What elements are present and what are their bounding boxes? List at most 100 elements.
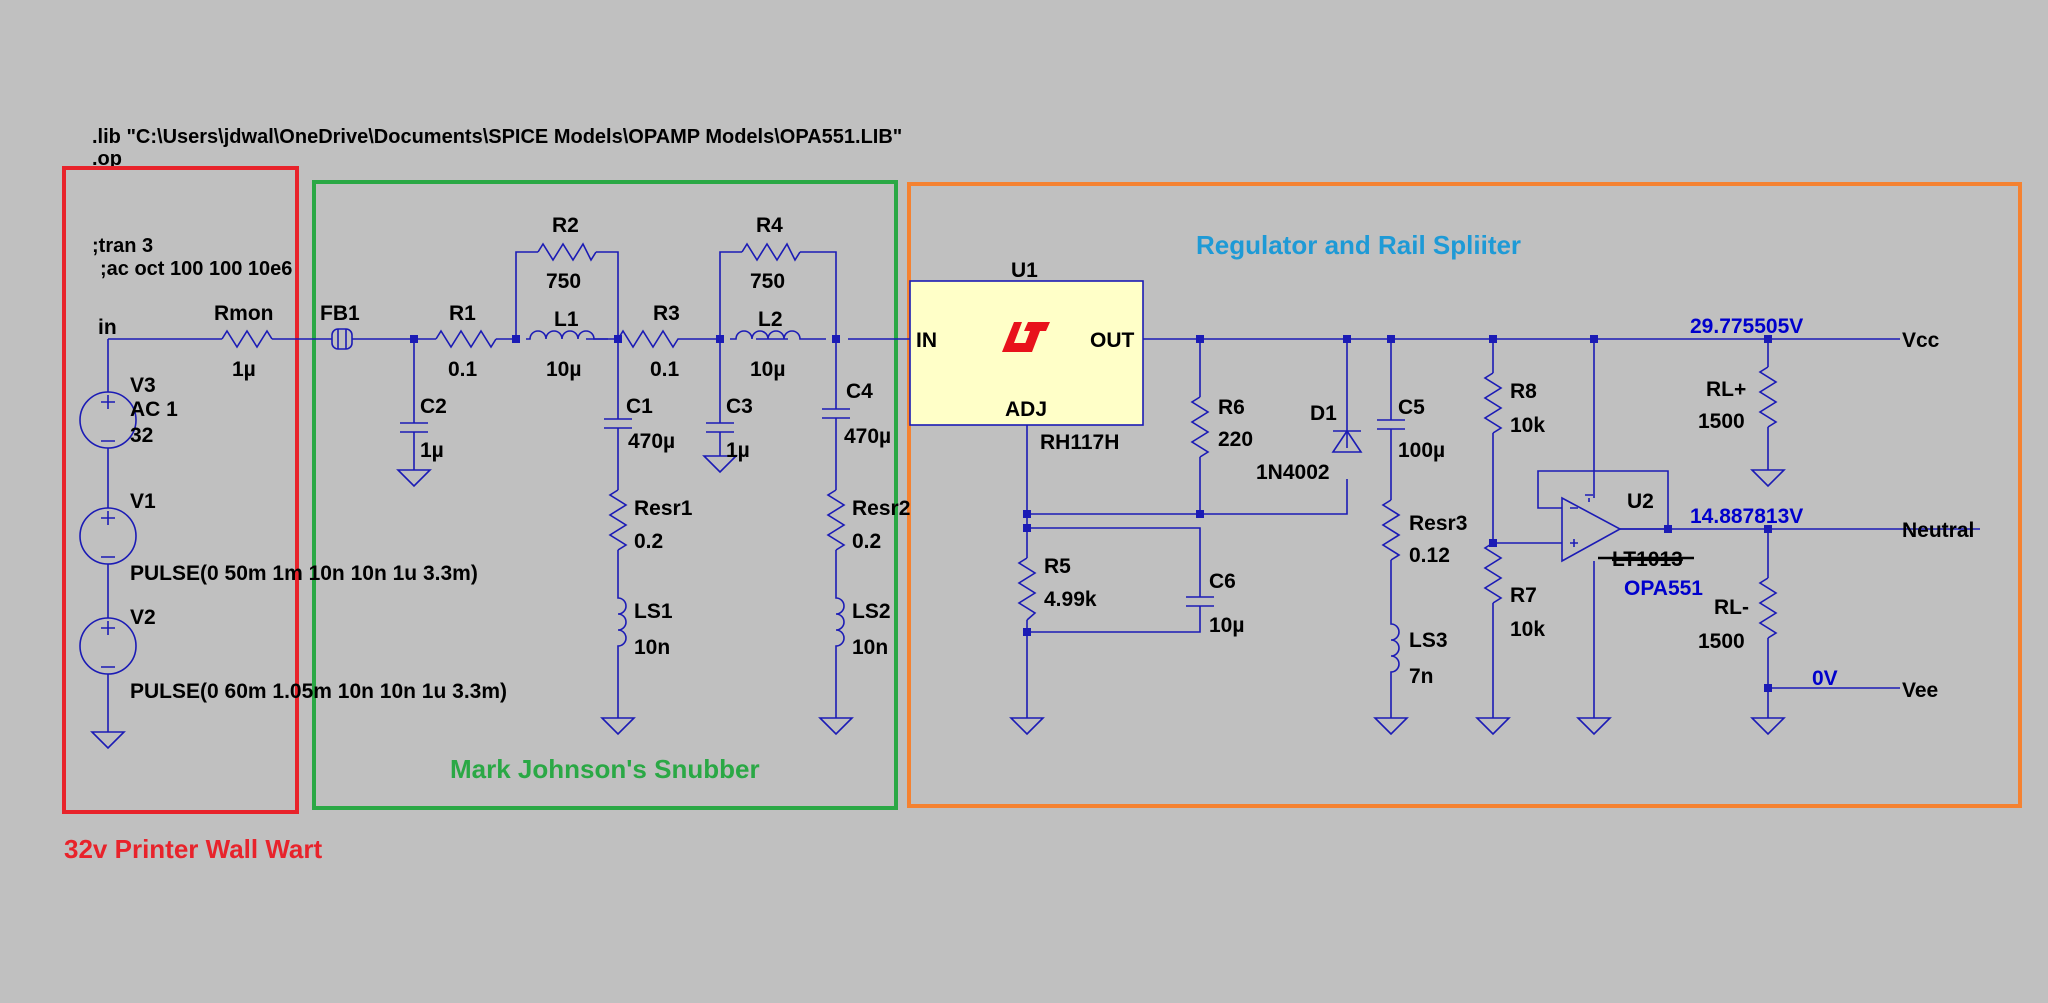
v1-symbol[interactable]	[79, 507, 137, 565]
ls3-symbol[interactable]	[1390, 615, 1400, 680]
rlm-symbol[interactable]	[1758, 577, 1778, 639]
u1-regulator[interactable]	[909, 280, 1144, 426]
r3-value: 0.1	[650, 358, 680, 381]
ls2-value: 10n	[852, 636, 888, 659]
resr1-name: Resr1	[634, 497, 693, 520]
c6-value: 10µ	[1209, 614, 1244, 637]
r1-symbol[interactable]	[435, 329, 497, 349]
c4-name: C4	[846, 380, 873, 403]
r7-value: 10k	[1510, 618, 1545, 641]
c2-symbol[interactable]	[400, 422, 428, 433]
d1-symbol[interactable]	[1331, 429, 1363, 453]
resr3-value: 0.12	[1409, 544, 1450, 567]
v3-symbol[interactable]	[79, 391, 137, 449]
r8-symbol[interactable]	[1483, 372, 1503, 434]
c5-name: C5	[1398, 396, 1425, 419]
snubber-box	[312, 180, 898, 810]
r2-name: R2	[552, 214, 579, 237]
r8-name: R8	[1510, 380, 1537, 403]
net-vcc-label: Vcc	[1902, 329, 1940, 352]
v2-symbol[interactable]	[79, 617, 137, 675]
r1-name: R1	[449, 302, 476, 325]
snubber-title: Mark Johnson's Snubber	[450, 754, 760, 784]
c5-symbol[interactable]	[1377, 419, 1405, 430]
l2-symbol[interactable]	[730, 330, 826, 340]
rlm-name: RL-	[1714, 596, 1749, 619]
c4-value: 470µ	[844, 425, 891, 448]
u2-name: U2	[1627, 490, 1654, 513]
rlp-symbol[interactable]	[1758, 366, 1778, 428]
r4-name: R4	[756, 214, 783, 237]
r5-value: 4.99k	[1044, 588, 1097, 611]
rmon-value: 1µ	[232, 358, 256, 381]
c1-value: 470µ	[628, 430, 675, 453]
l1-name: L1	[554, 308, 579, 331]
v3-ac: AC 1	[130, 398, 178, 421]
r6-name: R6	[1218, 396, 1245, 419]
resr2-symbol[interactable]	[826, 489, 846, 551]
r3-symbol[interactable]	[617, 329, 684, 349]
rlm-value: 1500	[1698, 630, 1745, 653]
lib-directive[interactable]: .lib "C:\Users\jdwal\OneDrive\Documents\…	[92, 126, 902, 148]
v1-name: V1	[130, 490, 156, 513]
ac-directive[interactable]: ;ac oct 100 100 10e6	[100, 258, 292, 280]
u2-opamp[interactable]	[1561, 494, 1622, 563]
resr3-name: Resr3	[1409, 512, 1467, 535]
ls1-symbol[interactable]	[617, 590, 627, 654]
resr2-name: Resr2	[852, 497, 910, 520]
c4-symbol[interactable]	[822, 408, 850, 419]
regulator-box	[907, 182, 2022, 808]
vcc-voltage: 29.775505V	[1690, 315, 1803, 338]
r7-symbol[interactable]	[1483, 542, 1503, 604]
resr1-symbol[interactable]	[608, 489, 628, 551]
r2-symbol[interactable]	[537, 242, 597, 262]
ls1-value: 10n	[634, 636, 670, 659]
c2-name: C2	[420, 395, 447, 418]
r3-name: R3	[653, 302, 680, 325]
u1-pin-adj: ADJ	[1005, 398, 1047, 421]
ls2-symbol[interactable]	[835, 590, 845, 654]
v1-value: PULSE(0 50m 1m 10n 10n 1u 3.3m)	[130, 562, 478, 585]
r4-value: 750	[750, 270, 785, 293]
r4-symbol[interactable]	[741, 242, 801, 262]
r7-name: R7	[1510, 584, 1537, 607]
op-directive[interactable]: .op	[92, 148, 122, 170]
c3-name: C3	[726, 395, 753, 418]
rlp-value: 1500	[1698, 410, 1745, 433]
vee-voltage: 0V	[1812, 667, 1838, 690]
wallwart-box	[62, 166, 299, 814]
resr3-symbol[interactable]	[1381, 499, 1401, 561]
ls3-name: LS3	[1409, 629, 1448, 652]
net-in-label: in	[98, 316, 117, 339]
u2-old-part: LT1013	[1612, 548, 1683, 571]
fb1-name: FB1	[320, 302, 360, 325]
v3-value: 32	[130, 424, 153, 447]
r6-symbol[interactable]	[1190, 396, 1210, 458]
r2-value: 750	[546, 270, 581, 293]
wires[interactable]	[107, 251, 1980, 732]
v2-name: V2	[130, 606, 156, 629]
rmon-name: Rmon	[214, 302, 274, 325]
l1-symbol[interactable]	[526, 330, 608, 340]
c2-value: 1µ	[420, 439, 444, 462]
c6-name: C6	[1209, 570, 1236, 593]
c3-symbol[interactable]	[706, 422, 734, 433]
tran-directive[interactable]: ;tran 3	[92, 235, 153, 257]
r8-value: 10k	[1510, 414, 1545, 437]
c6-symbol[interactable]	[1186, 596, 1214, 607]
fb1-symbol[interactable]	[331, 328, 353, 350]
l2-value: 10µ	[750, 358, 785, 381]
rmon-symbol[interactable]	[221, 329, 273, 349]
c1-symbol[interactable]	[604, 418, 632, 429]
l1-value: 10µ	[546, 358, 581, 381]
ls3-value: 7n	[1409, 665, 1434, 688]
r1-value: 0.1	[448, 358, 478, 381]
net-neutral-label: Neutral	[1902, 519, 1974, 542]
resr1-value: 0.2	[634, 530, 663, 553]
lt-logo-icon	[1002, 322, 1050, 352]
net-vee-label: Vee	[1902, 679, 1938, 702]
ls1-name: LS1	[634, 600, 673, 623]
r5-symbol[interactable]	[1017, 557, 1037, 621]
c3-value: 1µ	[726, 439, 750, 462]
